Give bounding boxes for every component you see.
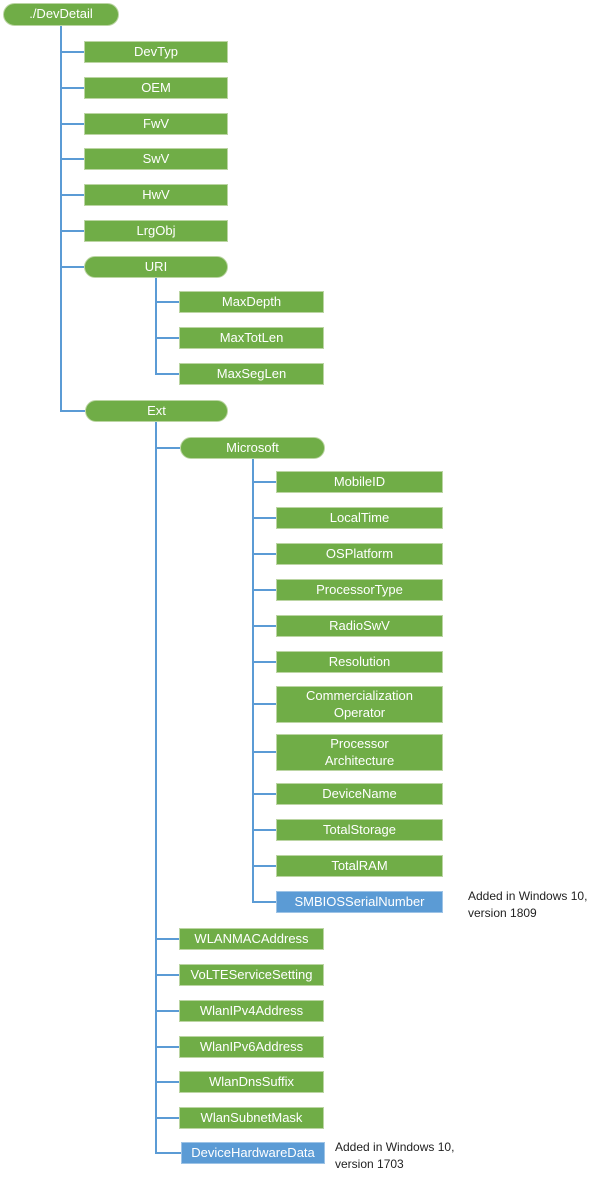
connector-line [60,87,84,89]
connector-line [252,481,276,483]
connector-line [252,625,276,627]
node-devicename: DeviceName [276,783,443,805]
connector-line [155,337,179,339]
node-maxdepth: MaxDepth [179,291,324,313]
node-ext: Ext [85,400,228,422]
connector-line [252,793,276,795]
connector-line [155,422,157,1154]
connector-line [60,230,84,232]
connector-line [252,901,276,903]
node-maxtotlen: MaxTotLen [179,327,324,349]
connector-line [252,459,254,903]
node-swv: SwV [84,148,228,170]
node-resolution: Resolution [276,651,443,673]
connector-line [155,1152,181,1154]
annotation-smbios-version-1809: Added in Windows 10, version 1809 [468,889,588,920]
node-fwv: FwV [84,113,228,135]
connector-line [155,1117,179,1119]
node-volteservicesetting: VoLTEServiceSetting [179,964,324,986]
connector-line [155,373,179,375]
annotation-devicehardwaredata-version-1703: Added in Windows 10, version 1703 [335,1140,455,1171]
node-hwv: HwV [84,184,228,206]
node-wlansubnetmask: WlanSubnetMask [179,1107,324,1129]
connector-line [60,266,84,268]
node-oem: OEM [84,77,228,99]
node-maxseglen: MaxSegLen [179,363,324,385]
connector-line [155,1010,179,1012]
node-lrgobj: LrgObj [84,220,228,242]
node-commercialization-operator: Commercialization Operator [276,686,443,723]
connector-line [155,1081,179,1083]
node-wlanmacaddress: WLANMACAddress [179,928,324,950]
connector-line [155,278,157,375]
connector-line [252,703,276,705]
connector-line [155,938,179,940]
node-microsoft: Microsoft [180,437,325,459]
node-smbiosserialnumber: SMBIOSSerialNumber [276,891,443,913]
connector-line [60,51,84,53]
connector-line [252,517,276,519]
node-totalstorage: TotalStorage [276,819,443,841]
node-devtyp: DevTyp [84,41,228,63]
connector-line [155,301,179,303]
connector-line [60,26,62,412]
connector-line [155,447,180,449]
connector-line [60,123,84,125]
node-osplatform: OSPlatform [276,543,443,565]
node-wlanipv4address: WlanIPv4Address [179,1000,324,1022]
connector-line [252,829,276,831]
node-uri: URI [84,256,228,278]
node-wlandnssuffix: WlanDnsSuffix [179,1071,324,1093]
node-processor-architecture: Processor Architecture [276,734,443,771]
node-radioswv: RadioSwV [276,615,443,637]
node-mobileid: MobileID [276,471,443,493]
node-localtime: LocalTime [276,507,443,529]
node-devicehardwaredata: DeviceHardwareData [181,1142,325,1164]
connector-line [252,553,276,555]
connector-line [252,661,276,663]
node-processortype: ProcessorType [276,579,443,601]
connector-line [60,194,84,196]
connector-line [155,974,179,976]
connector-line [252,751,276,753]
node-wlanipv6address: WlanIPv6Address [179,1036,324,1058]
node-devdetail-root: ./DevDetail [3,3,119,26]
connector-line [252,589,276,591]
connector-line [252,865,276,867]
node-totalram: TotalRAM [276,855,443,877]
connector-line [60,410,85,412]
connector-line [60,158,84,160]
connector-line [155,1046,179,1048]
